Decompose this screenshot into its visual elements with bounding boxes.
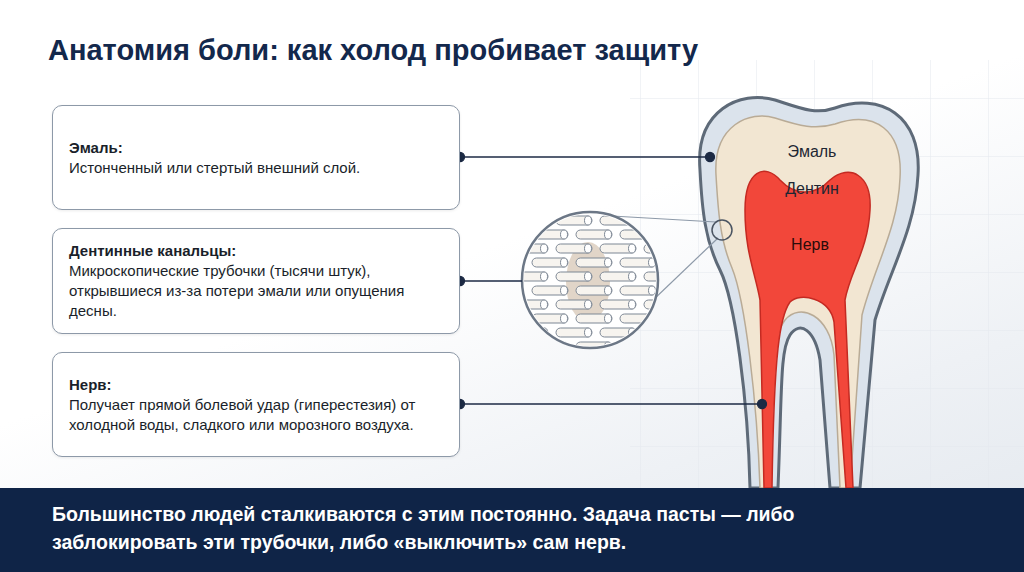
tooth-enamel: [700, 98, 919, 488]
callout-box: Дентинные канальцы:Микроскопические труб…: [52, 228, 460, 334]
box-heading: Дентинные канальцы:: [69, 241, 443, 261]
zoom-spot: [712, 220, 732, 240]
box-heading: Эмаль:: [69, 138, 443, 158]
callout-box: Нерв:Получает прямой болевой удар (гипер…: [52, 352, 460, 457]
grid: [630, 60, 1024, 490]
box-heading: Нерв:: [69, 375, 443, 395]
tooth-pulp: [745, 171, 870, 488]
caption-band: [0, 488, 1024, 572]
leader-lines: [456, 153, 767, 409]
box-text: Истонченный или стертый внешний слой.: [69, 158, 443, 178]
callout-box: Эмаль:Истонченный или стертый внешний сл…: [52, 105, 460, 210]
part-label: Эмаль: [788, 143, 837, 161]
tooth-dentin: [716, 116, 900, 488]
part-label: Нерв: [791, 236, 829, 254]
part-label: Дентин: [785, 180, 839, 198]
magnifier: [522, 212, 658, 348]
box-text: Получает прямой болевой удар (гиперестез…: [69, 395, 443, 435]
title: Анатомия боли: как холод пробивает защит…: [48, 34, 698, 67]
dentin-tubules: [512, 216, 700, 351]
box-text: Микроскопические трубочки (тысячи штук),…: [69, 261, 443, 321]
caption: Большинство людей сталкиваются с этим по…: [52, 500, 932, 556]
